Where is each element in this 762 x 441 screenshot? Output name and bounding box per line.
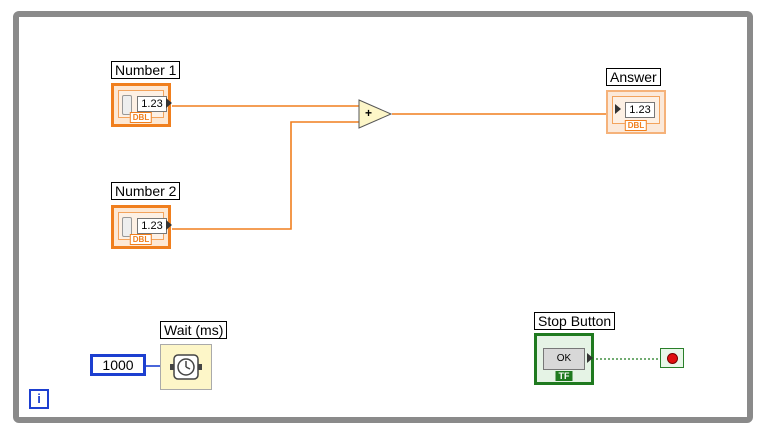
wait-constant[interactable]: 1000 [90, 354, 146, 376]
answer-indicator[interactable]: 1.23 DBL [606, 90, 666, 134]
increment-decrement-icon [122, 217, 132, 237]
number2-control[interactable]: 1.23 DBL [111, 205, 172, 249]
stopwatch-icon [170, 354, 202, 380]
number1-control[interactable]: 1.23 DBL [111, 83, 172, 127]
wait-ms-node[interactable] [160, 344, 212, 390]
increment-decrement-icon [122, 95, 132, 115]
number1-label: Number 1 [111, 61, 181, 79]
wait-label: Wait (ms) [160, 321, 228, 339]
output-terminal-icon [587, 353, 593, 363]
stop-button-label: Stop Button [534, 312, 616, 330]
number2-value: 1.23 [137, 218, 167, 234]
number1-value: 1.23 [137, 96, 167, 112]
input-terminal-icon [615, 104, 621, 114]
answer-value: 1.23 [625, 102, 655, 118]
dbl-type-tag: DBL [129, 112, 153, 123]
stop-sign-icon [667, 353, 678, 364]
number2-label: Number 2 [111, 182, 181, 200]
tf-type-tag: TF [555, 371, 573, 381]
stop-button-control[interactable]: OK TF [534, 333, 594, 385]
loop-condition-terminal[interactable] [660, 348, 684, 368]
dbl-type-tag: DBL [129, 234, 153, 245]
add-symbol: + [365, 106, 373, 120]
dbl-type-tag: DBL [624, 120, 648, 131]
ok-button: OK [543, 348, 585, 370]
iteration-terminal[interactable]: i [29, 389, 49, 409]
answer-label: Answer [606, 68, 661, 86]
output-terminal-icon [166, 98, 172, 108]
output-terminal-icon [166, 220, 172, 230]
